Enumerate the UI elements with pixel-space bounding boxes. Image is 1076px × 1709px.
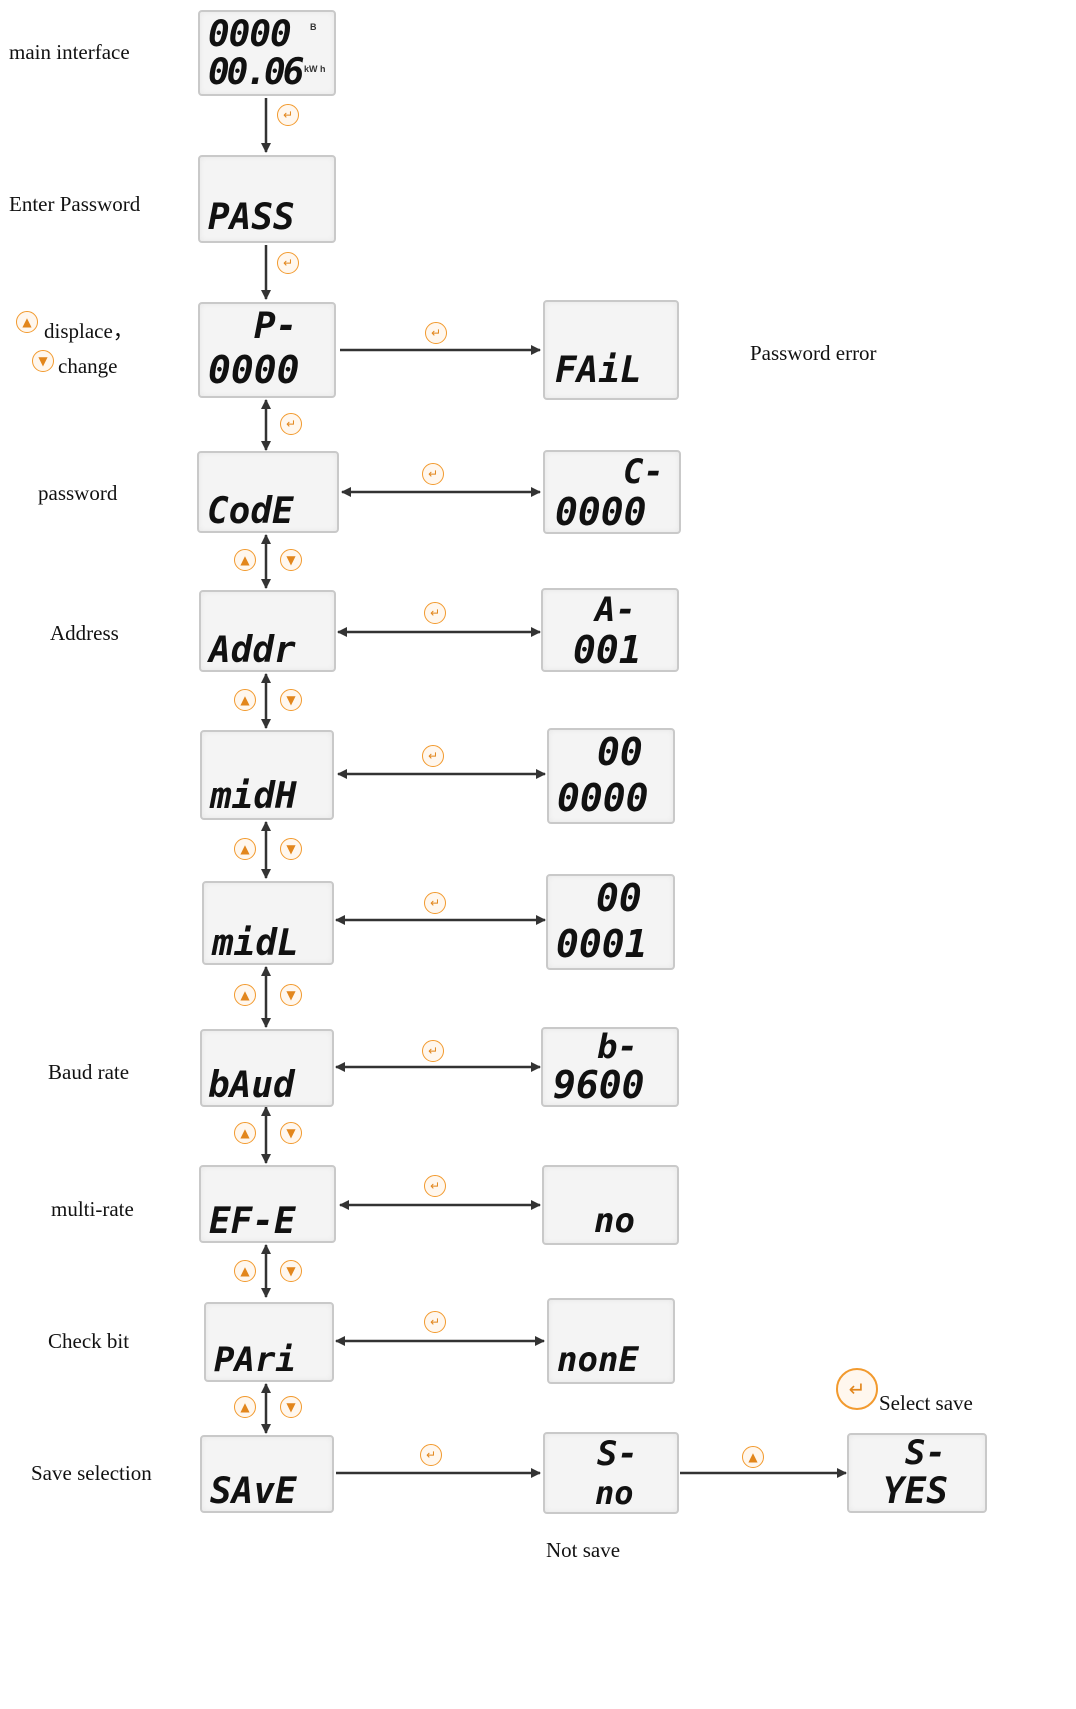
lcd-line2: Addr	[209, 630, 296, 671]
lcd-code-value: C- 0000	[543, 450, 681, 534]
lcd-line2: YES	[883, 1471, 949, 1512]
lcd-save-yes: S- YES	[847, 1433, 987, 1513]
lcd-mid-low-value: 00 0001	[546, 874, 675, 970]
lcd-line1: P-	[254, 306, 298, 347]
lcd-line2: 0000	[555, 490, 647, 534]
label-multi-rate: multi-rate	[51, 1197, 134, 1221]
lcd-line2: PAri	[214, 1340, 296, 1380]
enter-icon: ↵	[422, 1040, 444, 1062]
lcd-save: SAvE	[200, 1435, 334, 1513]
label-displace: displace，	[44, 319, 134, 343]
enter-icon: ↵	[280, 413, 302, 435]
lcd-line1: A-	[595, 590, 636, 630]
lcd-mid-high-value: 00 0000	[547, 728, 675, 824]
label-main-interface: main interface	[9, 40, 130, 64]
down-icon: ▼	[280, 1396, 302, 1418]
enter-icon: ↵	[424, 1311, 446, 1333]
lcd-mid-high: midH	[200, 730, 334, 820]
lcd-line2: 0000	[557, 776, 649, 820]
lcd-unit1: B	[310, 22, 317, 32]
lcd-line2: bAud	[208, 1065, 295, 1106]
lcd-multi-rate-value: no	[542, 1165, 679, 1245]
label-password: password	[38, 481, 118, 505]
lcd-line2: 001	[573, 628, 642, 672]
label-address: Address	[50, 621, 119, 645]
lcd-line2: SAvE	[210, 1471, 297, 1512]
enter-icon: ↵	[277, 104, 299, 126]
lcd-line2: CodE	[207, 491, 294, 532]
lcd-main-interface: 0000 B 00.06 kW h	[198, 10, 336, 96]
enter-icon: ↵	[420, 1444, 442, 1466]
lcd-line1: C-	[623, 452, 664, 492]
label-baud-rate: Baud rate	[48, 1060, 130, 1084]
lcd-line2: nonE	[557, 1340, 639, 1380]
down-icon: ▼	[280, 549, 302, 571]
enter-icon: ↵	[422, 745, 444, 767]
lcd-password-entry: P- 0000	[198, 302, 336, 398]
lcd-line1: 0000	[208, 14, 292, 55]
down-icon: ▼	[280, 689, 302, 711]
up-icon: ▲	[742, 1446, 764, 1468]
up-icon: ▲	[234, 984, 256, 1006]
enter-icon: ↵	[277, 252, 299, 274]
up-icon: ▲	[234, 838, 256, 860]
enter-icon: ↵	[836, 1368, 878, 1410]
lcd-pass: PASS	[198, 155, 336, 243]
lcd-check-bit: PAri	[204, 1302, 334, 1382]
label-change: change	[58, 354, 118, 378]
lcd-fail: FAiL	[543, 300, 679, 400]
down-icon: ▼	[32, 350, 54, 372]
lcd-address: Addr	[199, 590, 336, 672]
lcd-mid-low: midL	[202, 881, 334, 965]
up-icon: ▲	[16, 311, 38, 333]
label-not-save: Not save	[546, 1538, 621, 1562]
lcd-unit2: kW h	[304, 64, 326, 74]
up-icon: ▲	[234, 1260, 256, 1282]
lcd-line2: 0000	[208, 348, 300, 392]
lcd-save-no: S- no	[543, 1432, 679, 1514]
down-icon: ▼	[280, 838, 302, 860]
up-icon: ▲	[234, 1396, 256, 1418]
lcd-line2: no	[595, 1474, 634, 1512]
lcd-line1: S-	[597, 1434, 638, 1474]
lcd-line1: b-	[597, 1027, 638, 1067]
down-icon: ▼	[280, 1260, 302, 1282]
enter-icon: ↵	[422, 463, 444, 485]
lcd-line2: 9600	[553, 1063, 645, 1107]
lcd-line2: midL	[212, 923, 299, 964]
lcd-baud-value: b- 9600	[541, 1027, 679, 1107]
lcd-line2: PASS	[208, 197, 295, 238]
down-icon: ▼	[280, 984, 302, 1006]
enter-icon: ↵	[424, 1175, 446, 1197]
label-password-error: Password error	[750, 341, 877, 365]
lcd-code: CodE	[197, 451, 339, 533]
lcd-check-bit-value: nonE	[547, 1298, 675, 1384]
down-icon: ▼	[280, 1122, 302, 1144]
up-icon: ▲	[234, 549, 256, 571]
lcd-line2: EF-E	[209, 1201, 296, 1242]
enter-icon: ↵	[424, 602, 446, 624]
label-enter-password: Enter Password	[9, 192, 141, 216]
label-save-selection: Save selection	[31, 1461, 152, 1485]
lcd-line1: S-	[905, 1433, 946, 1473]
enter-icon: ↵	[424, 892, 446, 914]
up-icon: ▲	[234, 689, 256, 711]
lcd-line2: 00.06	[208, 52, 304, 93]
lcd-baud: bAud	[200, 1029, 334, 1107]
label-check-bit: Check bit	[48, 1329, 130, 1353]
lcd-line2: no	[594, 1201, 635, 1241]
label-select-save: Select save	[879, 1391, 973, 1415]
lcd-address-value: A- 001	[541, 588, 679, 672]
lcd-multi-rate: EF-E	[199, 1165, 336, 1243]
lcd-line2: 0001	[556, 922, 648, 966]
enter-icon: ↵	[425, 322, 447, 344]
up-icon: ▲	[234, 1122, 256, 1144]
lcd-line2: FAiL	[555, 350, 642, 391]
lcd-line1: 00	[597, 730, 643, 774]
lcd-line2: midH	[210, 776, 297, 817]
lcd-line1: 00	[596, 876, 642, 920]
